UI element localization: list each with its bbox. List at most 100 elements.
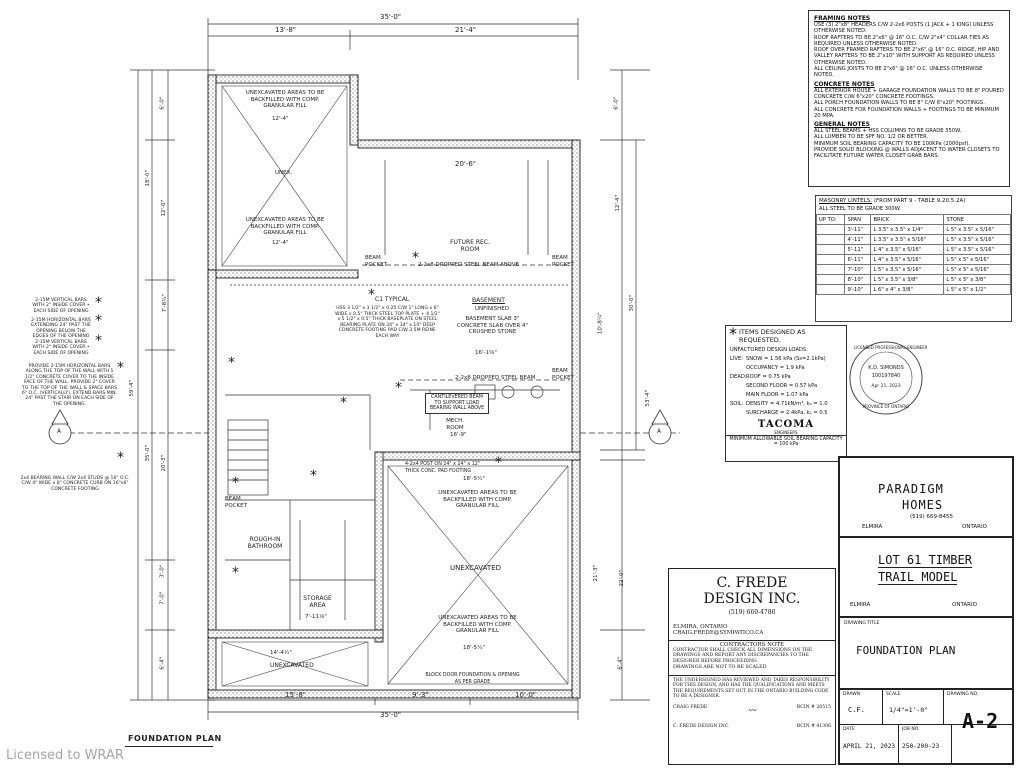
load-row: SOIL:DENSITY = 4.71kN/m³, k₀ = 1.0: [730, 401, 828, 407]
asterisk-l5: *: [117, 450, 124, 466]
dim-left-d: 7'-8¾": [161, 294, 168, 313]
beam-pocket-3: BEAM POCKET: [552, 368, 574, 381]
asterisk-8: *: [232, 565, 239, 581]
table-row: 4'-11"L 3.5" x 3.5" x 5/16"L 5" x 3.5" x…: [815, 234, 1011, 245]
framing-note: ROOF RAFTERS TO BE 2"x6" @ 16" O.C. C/W …: [814, 34, 990, 47]
drawing-title-label: DRAWING TITLE: [844, 621, 880, 626]
c1-note: HSS 3 1/2" x 3 1/2" x 0.25 C/W 1" LONG x…: [335, 306, 440, 339]
general-notes-title: GENERAL NOTES: [814, 121, 870, 129]
unfinished-label: UNFINISHED: [475, 306, 509, 312]
bearing-capacity: MINIMUM ALLOWABLE SOIL BEARING CAPACITY …: [726, 435, 846, 448]
dim-bottom-mid: 9'-3": [412, 691, 429, 699]
project-name-1: LOT 61 TIMBER: [878, 553, 972, 568]
seal-outer: LICENSED PROFESSIONAL ENGINEER: [854, 345, 928, 350]
seal-province: PROVINCE OF ONTARIO: [862, 404, 910, 409]
block-note: BLOCK DOOR FOUNDATION & OPENING AS PER G…: [425, 673, 520, 685]
hall-dim: 16'-1⅝": [475, 350, 497, 356]
load-row: OCCUPANCY = 1.9 kPa: [746, 365, 805, 371]
left-note-4: PROVIDE 2-15M HORIZONTAL BARS ALONG THE …: [22, 364, 117, 407]
unexcavated-label: UNEXCAVATED: [450, 564, 501, 572]
unex-bottom-dim: 14'-4½": [270, 650, 292, 656]
beam-pocket-1: BEAM POCKET: [552, 255, 574, 268]
client-city: ELMIRA: [862, 524, 883, 530]
designer-person: CRAIG FREDE: [673, 705, 708, 711]
left-note-2: 2-15M HORIZONTAL BARS EXTENDING 24" PAST…: [31, 318, 91, 340]
drawing-number: A-2: [962, 709, 999, 733]
lintels-grid: UP TO: SPAN BRICK STONE 3'-11"L 3.5" x 3…: [815, 214, 1011, 295]
asterisk-1: *: [412, 250, 419, 266]
general-note: ALL LUMBER TO BE SPF NO. 1/2 OR BETTER.: [814, 134, 929, 141]
project-name-2: TRAIL MODEL: [878, 570, 958, 585]
not-scaled: DRAWINGS ARE NOT TO BE SCALED: [673, 665, 767, 671]
table-row: 7'-10"L 5" x 3.5" x 5/16"L 5" x 5" x 5/1…: [815, 264, 1011, 275]
asterisk-4: *: [340, 395, 347, 411]
engineer-seal: LICENSED PROFESSIONAL ENGINEER K.D. SIMO…: [848, 340, 928, 416]
table-row: 8'-10"L 5" x 3.5" x 3/8"L 5" x 5" x 3/8": [815, 274, 1011, 285]
drawing-title: FOUNDATION PLAN: [856, 644, 956, 657]
asterisk-6: *: [310, 468, 317, 484]
drawn-value: C.F.: [848, 706, 865, 714]
pad-note: 4-2x4 POST ON 24" x 24" x 12" THICK CONC…: [405, 462, 481, 474]
framing-notes-title: FRAMING NOTES: [814, 15, 871, 22]
project-prov: ONTARIO: [952, 602, 977, 608]
table-row: 3'-11"L 3.5" x 3.5" x 1/4"L 5" x 3.5" x …: [815, 224, 1011, 235]
asterisk-2: *: [368, 287, 375, 303]
section-marker-right: A: [657, 428, 662, 435]
dim-right-f: 22'-0": [619, 569, 626, 587]
drawing-no-label: DRAWING NO.: [947, 692, 979, 697]
dim-bottom-left: 15'-8": [285, 691, 307, 699]
designer-phone: (519) 669-4780: [728, 609, 776, 616]
general-note: ALL STEEL BEAMS + HSS COLUMNS TO BE GRAD…: [814, 128, 962, 135]
watermark: Licensed to WRAR: [6, 748, 124, 763]
loads-title: ITEMS DESIGNED AS REQUESTED.: [739, 328, 806, 344]
asterisk-9: *: [495, 455, 502, 471]
date-value: APRIL 21, 2023: [843, 743, 896, 750]
client-prov: ONTARIO: [962, 524, 987, 530]
dim-left-e: 20'-3": [161, 454, 168, 472]
lintels-header: UP TO:: [815, 214, 846, 225]
designer-name-1: C. FREDE: [716, 575, 788, 591]
plan-title-underline: [125, 746, 213, 747]
asterisk-icon: *: [729, 324, 737, 343]
designer-company: C. FREDE DESIGN INC.: [673, 724, 730, 730]
c1-typical-label: C1 TYPICAL: [375, 296, 410, 303]
unex-top-note-2: UNEXCAVATED AREAS TO BE BACKFILLED WITH …: [245, 217, 325, 236]
tacoma-sub: ENGINEERS: [774, 430, 798, 435]
concrete-note: ALL PORCH FOUNDATION WALLS TO BE 8" C/W …: [814, 100, 985, 107]
client-phone: (519) 669-8455: [910, 514, 954, 520]
dim-bottom-right: 10'-0": [515, 691, 537, 699]
lintels-header: STONE: [943, 214, 1011, 225]
title-block: PARADIGM HOMES (519) 669-8455 ELMIRA ONT…: [838, 456, 1014, 765]
dim-left-f: 35'-0": [145, 444, 152, 462]
concrete-note: ALL CONCRETE FOR FOUNDATION WALLS + FOOT…: [814, 106, 999, 119]
dim-top-overall: 35'-0": [380, 13, 402, 21]
bcin-1: BCIN # 20515: [796, 705, 831, 711]
asterisk-l4: *: [117, 360, 124, 376]
unex-mid-dim: 18'-5¼": [463, 476, 485, 482]
dim-left-g: 3'-0": [159, 564, 166, 578]
client-name-2: HOMES: [902, 498, 944, 512]
asterisk-l2: *: [95, 313, 102, 329]
asterisk-l1: *: [95, 295, 102, 311]
lintels-grade: ALL STEEL TO BE GRADE 300W.: [819, 206, 901, 212]
unex-top-note-1: UNEXCAVATED AREAS TO BE BACKFILLED WITH …: [245, 90, 325, 109]
scale-label: SCALE: [886, 692, 901, 697]
dim-right-c: 30'-0": [629, 294, 636, 312]
responsibility-text: THE UNDERSIGNED HAS REVIEWED AND TAKES R…: [673, 678, 830, 699]
seal-date: Apr 21, 2023: [871, 384, 901, 389]
client-name-1: PARADIGM: [878, 482, 944, 496]
project-city: ELMIRA: [850, 602, 871, 608]
loads-subtitle: UNFACTORED DESIGN LOADS:: [730, 347, 808, 353]
left-note-3: 2-15M VERTICAL BARS WITH 2" INSIDE COVER…: [32, 340, 90, 356]
masonry-lintels-table: MASONRY LINTELS: (FROM PART 9 - TABLE 9.…: [815, 195, 1012, 322]
load-row: LIVE:SNOW = 1.56 kPa (Ss=2.1kPa): [730, 356, 826, 362]
mech-dim: 16'-9": [450, 432, 467, 438]
seal-number: 100197840: [871, 373, 901, 379]
rough-in-bathroom: ROUGH-IN BATHROOM: [247, 536, 283, 550]
table-row: 5'-11"L 4" x 3.5" x 5/16"L 5" x 3.5" x 5…: [815, 244, 1011, 255]
unex-top-dim-2: 12'-4": [272, 240, 289, 246]
dim-left-b: 6'-0": [159, 96, 166, 110]
concrete-note: ALL EXTERIOR HOUSE + GARAGE FOUNDATION W…: [814, 87, 1004, 100]
lintels-ref: (FROM PART 9 - TABLE 9.20.5.2A): [873, 198, 966, 204]
